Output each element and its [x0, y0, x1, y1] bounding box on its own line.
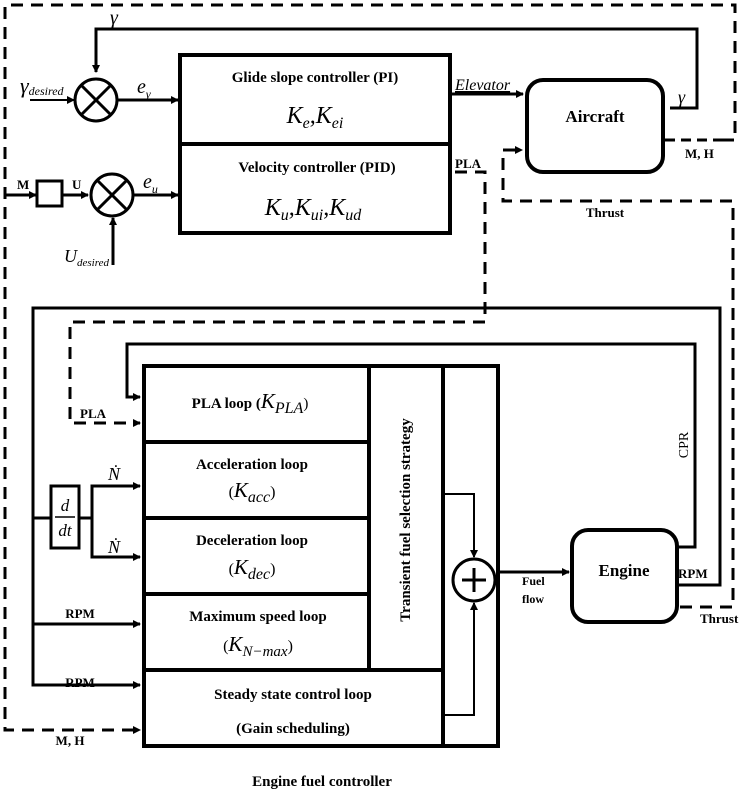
strategy-to-sum-line [445, 493, 478, 558]
u-label: U [72, 177, 82, 192]
steady-state-loop-block [142, 668, 445, 748]
ddt-denominator: dt [58, 521, 73, 540]
pla-inner-label: PLA [80, 406, 107, 421]
mach-to-u-block [35, 179, 64, 208]
strategy-label: Transient fuel selection strategy [398, 418, 414, 622]
dec-loop-title: Deceleration loop [196, 533, 308, 549]
ndot-branch-line [79, 482, 141, 520]
rpm-label-2: RPM [65, 675, 95, 690]
cpr-feedback-line [125, 342, 697, 549]
sum-junction-velocity [89, 172, 135, 218]
aircraft-thrust-label: Thrust [586, 205, 625, 220]
glide-slope-gains: Ke,Kei [286, 103, 344, 132]
outer-mh-dashed-loop [3, 3, 737, 734]
max-loop-title: Maximum speed loop [189, 609, 327, 625]
gamma-feedback-label: γ [110, 7, 119, 29]
acc-loop-title: Acceleration loop [196, 457, 308, 473]
ndot-label-1: Ṅ [107, 464, 121, 484]
sum-junction-fuel [451, 557, 497, 603]
cpr-label: CPR [677, 431, 692, 458]
velocity-title: Velocity controller (PID) [238, 160, 395, 176]
aircraft-mh-label: M, H [685, 146, 714, 161]
pla-dashed-line [68, 170, 487, 427]
velocity-gains: Ku,Kui,Kud [264, 195, 363, 224]
engine-thrust-label: Thrust [700, 611, 739, 626]
pla-loop-label: PLA loop (KPLA) [192, 389, 309, 417]
engine-label: Engine [598, 561, 649, 580]
summation-panel [441, 364, 500, 748]
steady-to-sum-line [445, 602, 478, 716]
aircraft-gamma-label: γ [678, 87, 686, 107]
velocity-controller-block [178, 142, 452, 235]
acceleration-loop-block [142, 440, 371, 520]
e-gamma-label: eγ [137, 76, 151, 101]
u-desired-label: Udesired [64, 246, 109, 269]
thrust-dashed-line [501, 146, 735, 609]
mh-bottom-label: M, H [56, 733, 85, 748]
glide-slope-controller-block [178, 53, 452, 146]
m-label: M [17, 177, 29, 192]
rpm-feedback-line [31, 306, 722, 689]
rpm-label-1: RPM [65, 606, 95, 621]
pla-top-label: PLA [455, 156, 482, 171]
elevator-label: Elevator [454, 77, 511, 94]
max-speed-loop-block [142, 592, 371, 672]
ddt-numerator: d [61, 496, 70, 515]
gamma-desired-label: γdesired [20, 73, 65, 98]
pla-loop-block [142, 364, 371, 444]
engine-block [570, 528, 679, 624]
glide-slope-title: Glide slope controller (PI) [232, 70, 399, 86]
fuel-label: Fuel [522, 574, 545, 588]
figure-caption: Engine fuel controller [252, 774, 392, 790]
aircraft-label: Aircraft [565, 107, 624, 126]
dec-loop-gain: (Kdec) [229, 555, 276, 583]
aircraft-block [525, 78, 665, 174]
acc-loop-gain: (Kacc) [229, 478, 276, 506]
steady-loop-title: Steady state control loop [214, 687, 372, 703]
steady-loop-subtitle: (Gain scheduling) [236, 721, 350, 737]
ndot-branch-line-2 [90, 518, 141, 561]
sum-junction-gamma [73, 77, 119, 123]
max-loop-gain: (KN−max) [223, 632, 293, 660]
e-u-label: eu [143, 171, 158, 196]
engine-rpm-label: RPM [678, 566, 708, 581]
gamma-feedback-line [92, 27, 699, 110]
flow-label: flow [522, 592, 544, 606]
ndot-label-2: Ṅ [107, 537, 121, 557]
